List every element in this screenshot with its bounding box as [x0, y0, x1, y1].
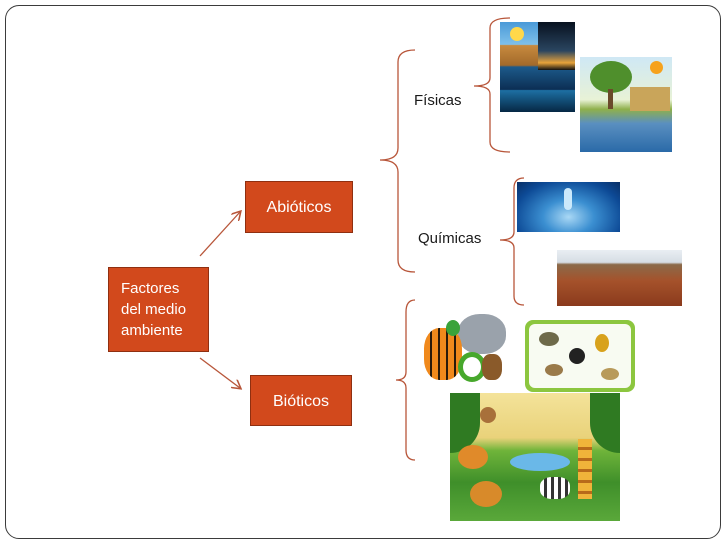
- cartoon-animals-image: [418, 308, 513, 385]
- fisicas-label: Físicas: [414, 92, 462, 109]
- animal-stickers-image: [525, 320, 635, 392]
- root-node-line-3: ambiente: [121, 322, 183, 339]
- root-node-box: Factores del medio ambiente: [108, 267, 209, 352]
- bioticos-box: Bióticos: [250, 375, 352, 426]
- arrow-to-abioticos: [199, 212, 240, 257]
- brace-bioticos: [395, 299, 416, 461]
- water-drop-image: [517, 182, 620, 232]
- root-node-line-2: del medio: [121, 301, 187, 318]
- bioticos-label: Bióticos: [272, 393, 330, 410]
- arrow-to-bioticos: [199, 357, 240, 388]
- quimicas-label: Químicas: [418, 230, 482, 247]
- water-sky-collage-image: [500, 22, 575, 112]
- jungle-scene-image: [450, 393, 620, 521]
- abioticos-box: Abióticos: [245, 181, 353, 233]
- brace-abioticos: [379, 49, 416, 273]
- abioticos-label: Abióticos: [266, 199, 332, 216]
- tree-pond-image: [580, 57, 672, 152]
- brace-fisicas: [473, 17, 511, 153]
- root-node-line-1: Factores: [121, 280, 180, 297]
- brace-quimicas: [499, 177, 525, 306]
- field-landscape-image: [557, 250, 682, 306]
